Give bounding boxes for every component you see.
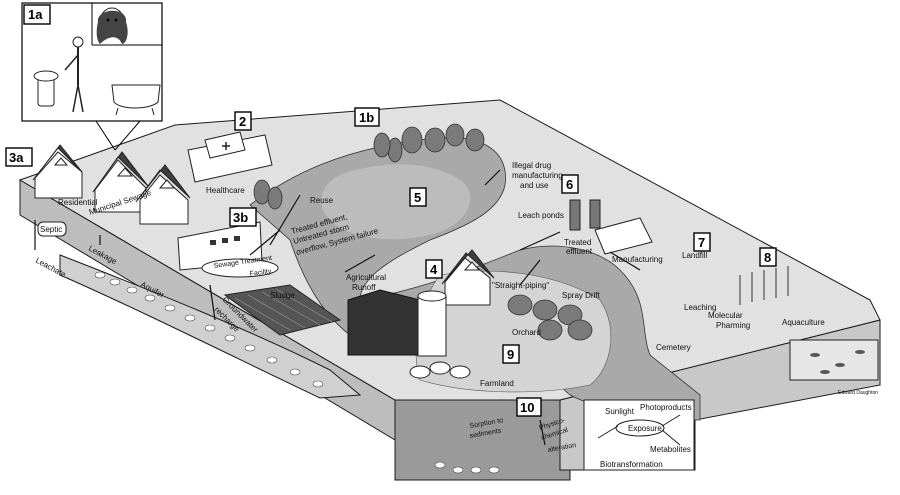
label-credit: Edward Daughton [838,390,878,396]
label-septic: Septic [40,225,62,234]
label-treated-effluent-2: effluent [566,247,593,256]
label-illegal-3: and use [520,181,549,190]
label-landfill: Landfill [682,251,708,260]
label-manufacturing: Manufacturing [612,255,663,264]
svg-text:3a: 3a [9,150,24,165]
marker-5: 5 [410,188,426,206]
marker-8: 8 [760,248,776,266]
svg-text:5: 5 [414,190,421,205]
barn-icon [348,290,446,356]
label-orchard: Orchard [512,328,541,337]
label-sunlight: Sunlight [605,407,635,416]
label-farmland: Farmland [480,379,514,388]
marker-3b: 3b [230,208,256,226]
label-sludge: Sludge [270,291,295,300]
svg-text:9: 9 [507,347,514,362]
marker-7: 7 [694,233,710,251]
label-straight-piping: "Straight-piping" [492,281,549,290]
svg-text:7: 7 [698,235,705,250]
marker-3a: 3a [6,148,32,166]
toilet-icon [34,71,58,106]
label-leach-ponds: Leach ponds [518,211,564,220]
svg-text:4: 4 [430,262,438,277]
marker-6: 6 [562,175,578,193]
label-treated-effluent-1: Treated [564,238,591,247]
marker-9: 9 [503,345,519,363]
label-photoproducts: Photoproducts [640,403,692,412]
label-metabolites: Metabolites [650,445,691,454]
label-molecular-2: Pharming [716,321,750,330]
label-biotransformation: Biotransformation [600,460,663,469]
marker-10: 10 [517,398,541,416]
svg-text:6: 6 [566,177,573,192]
label-spray-drift: Spray Drift [562,291,601,300]
inset-bathroom [22,3,162,150]
label-reuse: Reuse [310,196,334,205]
marker-1a: 1a [24,5,50,24]
svg-text:2: 2 [239,114,246,129]
label-molecular-1: Molecular [708,311,743,320]
svg-text:10: 10 [520,400,534,415]
svg-text:3b: 3b [233,210,248,225]
svg-text:1b: 1b [359,110,374,125]
aquaculture-tank [790,340,878,380]
house-icon [33,145,82,198]
label-agri-2: Runoff [352,283,376,292]
label-aquaculture: Aquaculture [782,318,825,327]
label-healthcare: Healthcare [206,186,245,195]
label-illegal-1: Illegal drug [512,161,551,170]
label-illegal-2: manufacturing [512,171,563,180]
marker-1b: 1b [355,108,379,126]
label-exposure: Exposure [628,424,662,433]
label-residential: Residential [58,198,98,207]
marker-2: 2 [235,112,251,130]
marker-4: 4 [426,260,442,278]
svg-text:8: 8 [764,250,771,265]
svg-text:1a: 1a [28,7,43,22]
label-agri-1: Agricultural [346,273,386,282]
label-cemetery: Cemetery [656,343,691,352]
